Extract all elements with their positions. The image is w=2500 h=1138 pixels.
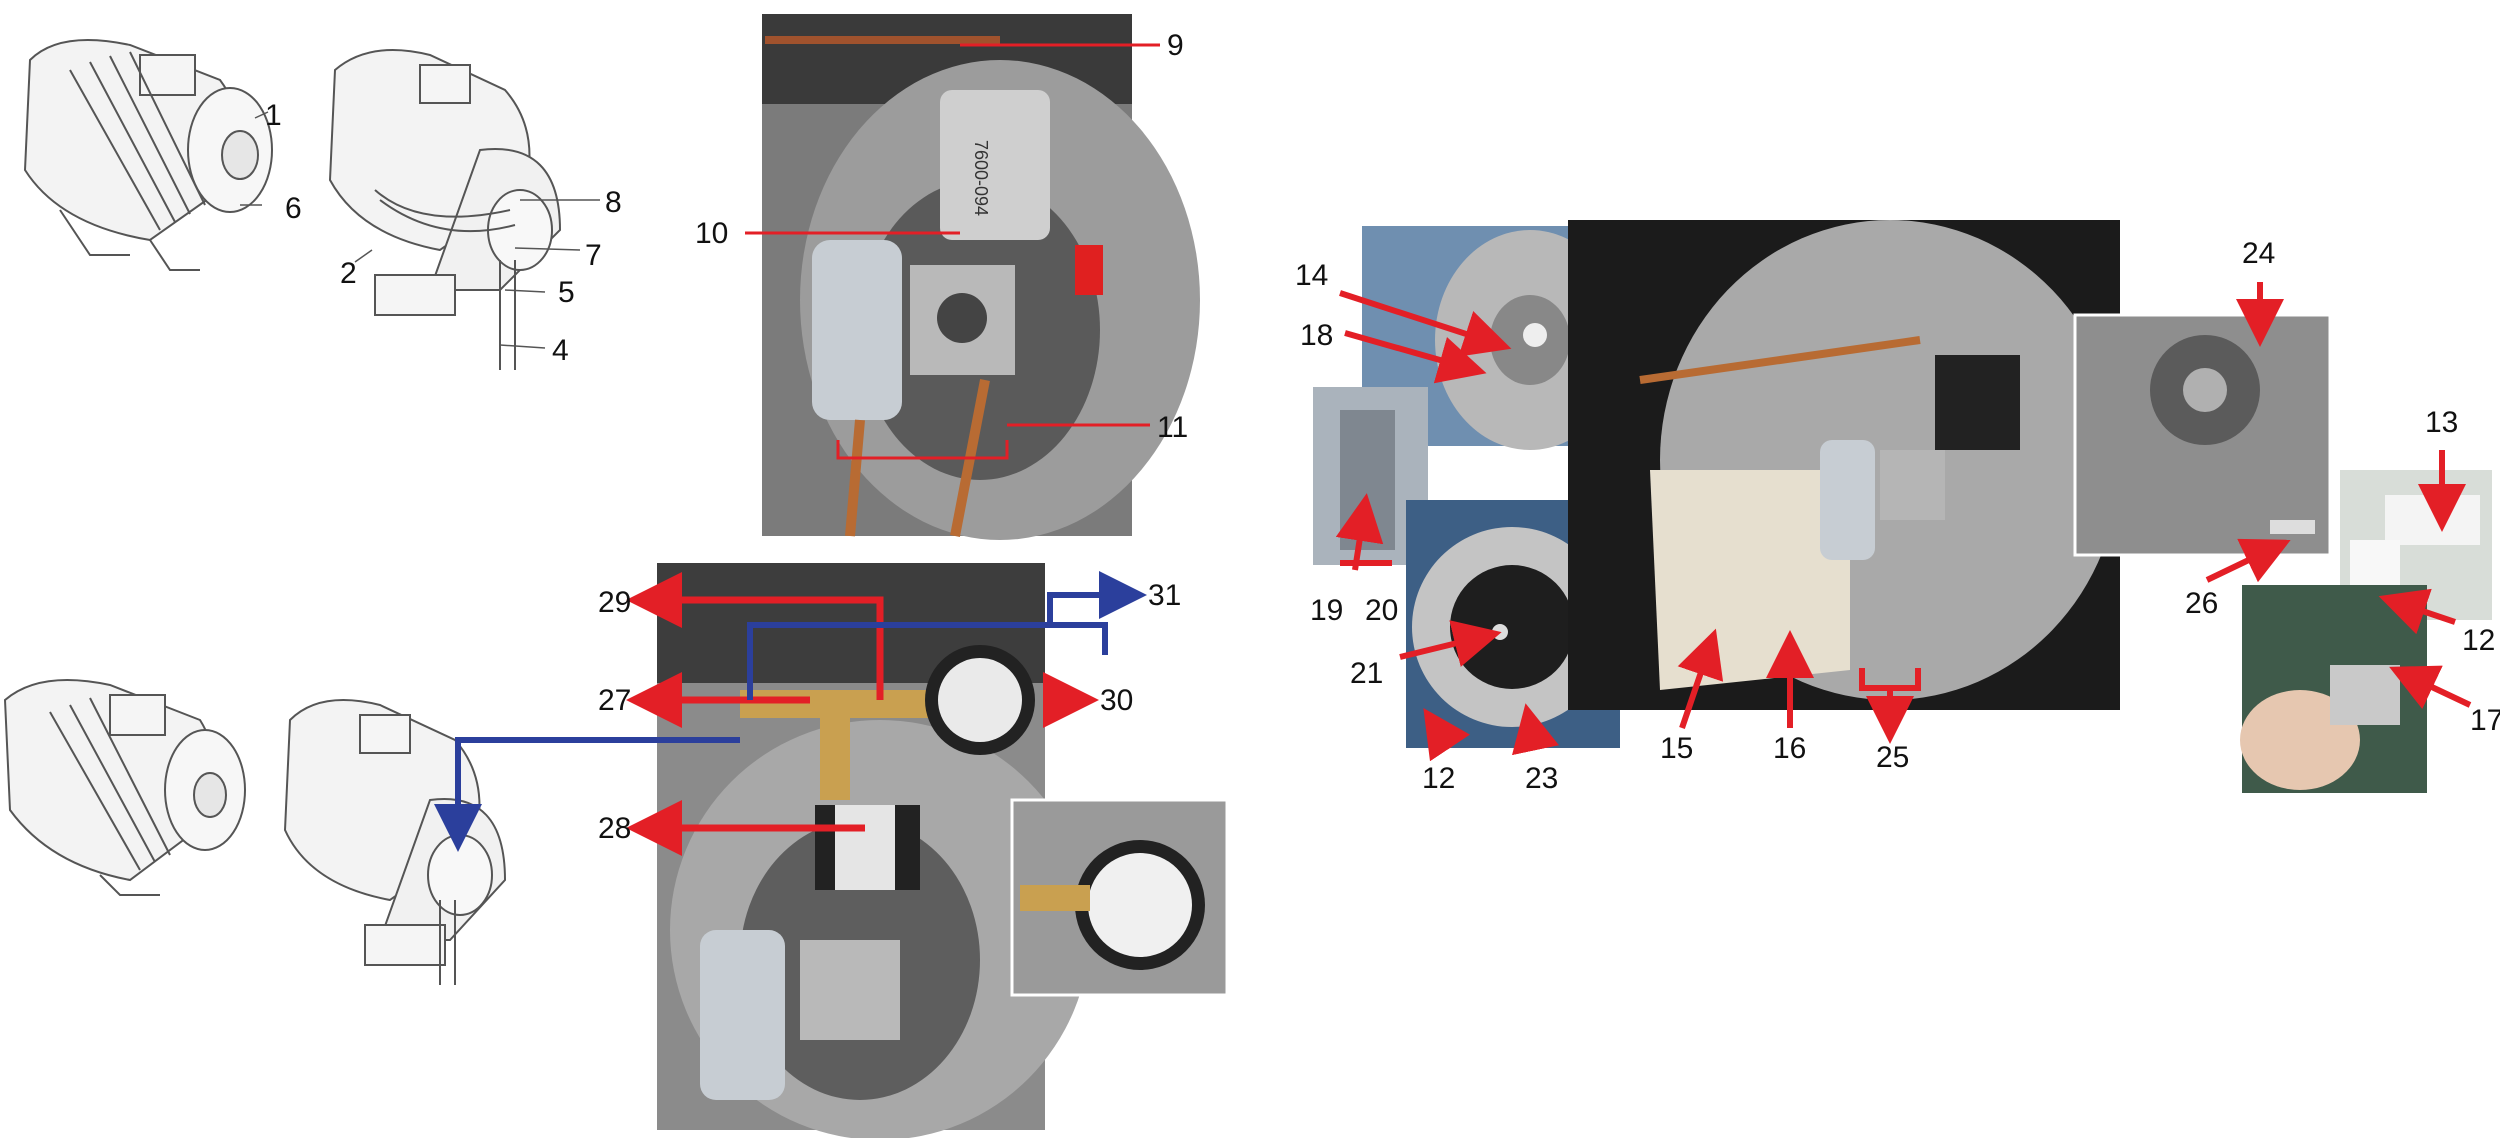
red-leader-lines bbox=[745, 43, 1160, 460]
label-18: 18 bbox=[1300, 319, 1333, 352]
label-1: 1 bbox=[265, 99, 282, 132]
bracket-11 bbox=[836, 440, 1009, 460]
leader-lines bbox=[240, 111, 600, 349]
blower-housing-photo bbox=[2073, 313, 2332, 557]
red-arrows-right bbox=[1335, 282, 2472, 762]
label-11: 11 bbox=[1157, 411, 1188, 444]
label-5: 5 bbox=[558, 276, 575, 309]
label-4: 4 bbox=[552, 334, 569, 367]
number-labels: 1 6 2 8 7 5 4 9 10 11 29 27 28 30 31 14 … bbox=[265, 29, 2500, 845]
label-16: 16 bbox=[1773, 732, 1806, 765]
blower-assembly-photo bbox=[1568, 220, 2120, 710]
motor-drawing-icon bbox=[23, 39, 273, 271]
label-20: 20 bbox=[1365, 594, 1398, 627]
filter-housing-text: 7600-094 bbox=[971, 140, 991, 216]
label-31: 31 bbox=[1148, 579, 1181, 612]
label-26: 26 bbox=[2185, 587, 2218, 620]
arrow-to-drawing bbox=[434, 737, 740, 852]
label-19: 19 bbox=[1310, 594, 1343, 627]
label-30: 30 bbox=[1100, 684, 1133, 717]
arrow-18 bbox=[1344, 330, 1487, 384]
label-14: 14 bbox=[1295, 259, 1328, 292]
label-7: 7 bbox=[585, 239, 602, 272]
label-28: 28 bbox=[598, 812, 631, 845]
label-9: 9 bbox=[1167, 29, 1184, 62]
arrow-23 bbox=[1511, 703, 1559, 756]
label-17: 17 bbox=[2470, 704, 2500, 737]
filter-bowl-icon bbox=[700, 930, 785, 1100]
label-2: 2 bbox=[340, 257, 357, 290]
filter-housing bbox=[940, 90, 1050, 240]
label-23: 23 bbox=[1525, 762, 1558, 795]
filter-bowl-icon bbox=[1820, 440, 1875, 560]
label-10: 10 bbox=[695, 217, 728, 250]
label-27: 27 bbox=[598, 684, 631, 717]
filter-valve-photo: 7600-094 bbox=[762, 14, 1200, 540]
gauge-inset-photo bbox=[1010, 798, 1229, 997]
filter-bowl-icon bbox=[812, 240, 902, 420]
motor-drawing-icon bbox=[3, 679, 246, 896]
label-12b: 12 bbox=[2462, 624, 2495, 657]
hand-assembly-photo bbox=[2240, 585, 2427, 793]
leader-2 bbox=[354, 249, 373, 263]
blower-motor-drawing-icon bbox=[328, 49, 562, 370]
label-21: 21 bbox=[1350, 657, 1383, 690]
leader-7 bbox=[514, 247, 581, 251]
label-25: 25 bbox=[1876, 741, 1909, 774]
arrow-12a bbox=[1423, 708, 1470, 762]
arrow-21 bbox=[1399, 620, 1502, 667]
arrow-14 bbox=[1339, 290, 1512, 357]
arrow-29 bbox=[626, 572, 884, 700]
label-29: 29 bbox=[598, 586, 631, 619]
blue-bracket-31 bbox=[747, 622, 1108, 700]
arrow-15 bbox=[1677, 628, 1724, 729]
label-13: 13 bbox=[2425, 406, 2458, 439]
arrow-12b bbox=[2378, 588, 2456, 635]
leader-4 bbox=[499, 344, 546, 349]
leader-1 bbox=[254, 111, 269, 119]
solenoid-valve-icon bbox=[1935, 355, 2020, 450]
arrow-17 bbox=[2389, 665, 2472, 710]
label-24: 24 bbox=[2242, 237, 2275, 270]
leader-5 bbox=[504, 289, 546, 293]
arrow-31 bbox=[1047, 571, 1147, 625]
label-15: 15 bbox=[1660, 732, 1693, 765]
arrow-26 bbox=[2205, 538, 2291, 583]
blue-arrows bbox=[434, 571, 1147, 852]
label-12a: 12 bbox=[1422, 762, 1455, 795]
arrow-19-20 bbox=[1335, 493, 1384, 571]
label-8: 8 bbox=[605, 186, 622, 219]
red-arrows-center bbox=[626, 572, 1099, 856]
label-6: 6 bbox=[285, 192, 302, 225]
